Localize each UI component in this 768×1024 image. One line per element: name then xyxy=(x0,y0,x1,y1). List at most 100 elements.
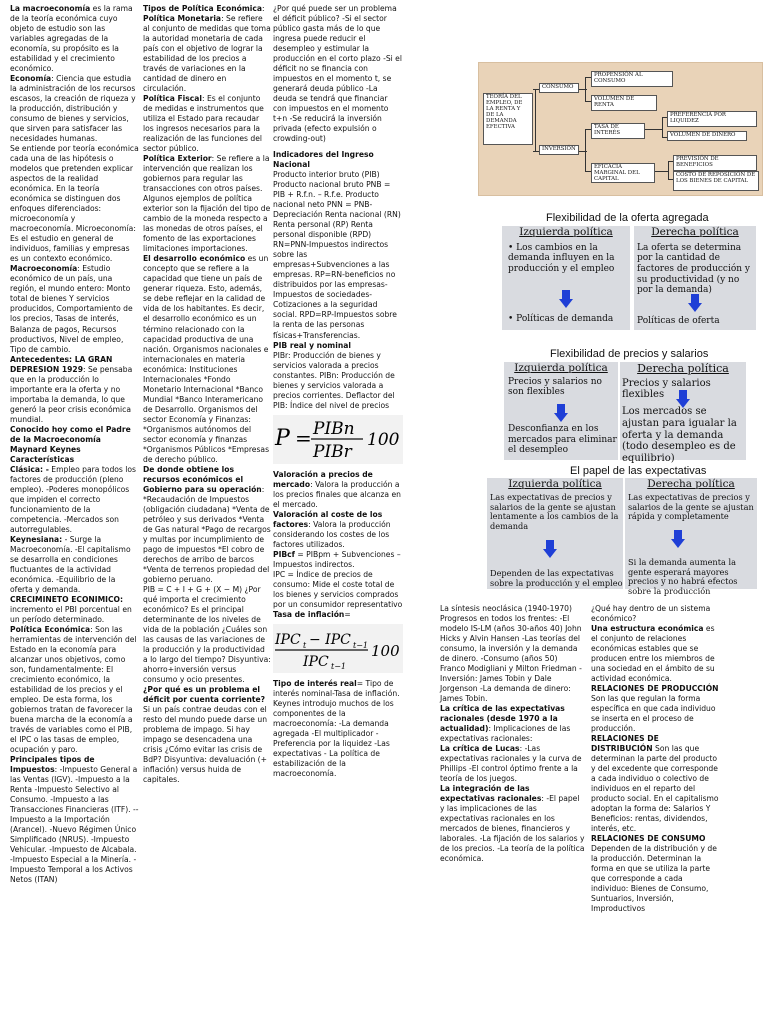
flex-precios-right-head: Derecha política xyxy=(637,362,729,375)
col1-paragraph: CRECIMINETO ECONIMICO: incremento el PBI… xyxy=(10,595,140,625)
valoracion-heading: Valoración al coste de los factores xyxy=(273,509,383,529)
col2-text: : *Recaudación de Impuestos (obligación … xyxy=(143,484,271,584)
flex-precios-left-bottom: Desconfianza en los mercados para elimin… xyxy=(508,424,617,456)
col2-paragraph: Política Exterior: Se refiere a la inter… xyxy=(143,154,271,254)
flex-precios-title: Flexibilidad de precios y salarios xyxy=(550,348,709,360)
col2-heading: ¿Por qué es un problema el déficit por c… xyxy=(143,685,266,705)
col1-text: : Son las herramientas de intervención d… xyxy=(10,624,137,755)
diagram-volumen-renta: Volumen de renta xyxy=(591,95,657,111)
expectativas-right-text: Las expectativas de precios y salarios d… xyxy=(628,491,754,522)
down-arrow-icon xyxy=(676,390,690,408)
flex-oferta-right-head: Derecha política xyxy=(651,226,739,238)
col1-heading: Macroeconomía xyxy=(10,264,78,274)
column-sistema: ¿Qué hay dentro de un sistema económico?… xyxy=(591,604,719,914)
flex-oferta-left-head: Izquierda política xyxy=(519,226,613,238)
col2-paragraph: De donde obtiene los recursos económicos… xyxy=(143,465,271,585)
expectativas-left-text: Las expectativas de precios y salarios d… xyxy=(490,491,619,531)
valoracion-heading: PIBcf xyxy=(273,549,295,559)
interes-paragraph: Tipo de interés real= Tipo de interés no… xyxy=(273,679,403,699)
sintesis-text: : -Las expectativas racionales y la curv… xyxy=(440,744,582,784)
col2-text: Si un país contrae deudas con el resto d… xyxy=(143,705,268,785)
svg-text:t−1: t−1 xyxy=(353,641,368,650)
sintesis-text: : Implicaciones de las expectativas raci… xyxy=(440,724,571,744)
valoracion-paragraph: IPC = Índice de precios de consumo: Mide… xyxy=(273,570,403,610)
col1-heading: Clásica: - xyxy=(10,464,49,474)
col1-heading: Conocido hoy como el Padre de la Macroec… xyxy=(10,424,131,464)
svg-text:t: t xyxy=(303,641,307,650)
sintesis-text: La síntesis neoclásica (1940-1970) Progr… xyxy=(440,604,582,704)
sistema-paragraph: Una estructura económica es el conjunto … xyxy=(591,624,719,684)
diagram-root: Teoría del empleo, de la renta y de la d… xyxy=(483,93,533,145)
col2-heading: De donde obtiene los recursos económicos… xyxy=(143,464,262,494)
col1-text: Se entiende por teoría económica cada un… xyxy=(10,144,139,264)
col1-heading: Política Económica xyxy=(10,624,91,634)
col1-paragraph: Principales tipos de Impuestos: -Impuest… xyxy=(10,755,140,885)
sintesis-heading: La crítica de Lucas xyxy=(440,744,520,754)
col1-heading: Keynesiana: xyxy=(10,534,63,544)
col1-paragraph: La macroeconomía es la rama de la teoría… xyxy=(10,4,140,74)
col1-paragraph: Macroeconomía: Estudio económico de un p… xyxy=(10,264,140,354)
sistema-heading: RELACIONES DE CONSUMO xyxy=(591,834,706,844)
column-2: Tipos de Política Económica:Política Mon… xyxy=(143,4,271,785)
sistema-heading: Una estructura económica xyxy=(591,624,704,634)
down-arrow-icon xyxy=(688,294,702,312)
col1-paragraph: Antecedentes: LA GRAN DEPRESION 1929: Se… xyxy=(10,355,140,425)
col2-text: : Es el conjunto de medidas e instrument… xyxy=(143,94,264,154)
svg-text:=: = xyxy=(295,426,312,450)
flex-precios-right-text: Precios y salarios flexibles xyxy=(622,377,711,401)
flex-precios-right-bottom: Los mercados se ajustan para igualar la … xyxy=(622,406,737,465)
col1-paragraph: Política Económica: Son las herramientas… xyxy=(10,625,140,755)
col1-heading: CRECIMINETO ECONIMICO: xyxy=(10,594,124,604)
flex-oferta-right: Derecha política La oferta se determina … xyxy=(634,226,756,330)
col2-paragraph: Política Monetaria: Se refiere al conjun… xyxy=(143,14,271,94)
diagram-prevision: Previsión de beneficios xyxy=(673,155,757,171)
valoracion-paragraph: Tasa de inflación= xyxy=(273,610,403,620)
sistema-heading: RELACIONES DE DISTRIBUCIÓN xyxy=(591,734,659,754)
valoracion-paragraph: PIBcf = PIBpm + Subvenciones – Impuestos… xyxy=(273,550,403,570)
col2-heading: El desarrollo económico xyxy=(143,254,246,264)
col1-text: incremento el PBI porcentual en un perío… xyxy=(10,604,132,624)
col1-heading: Antecedentes: LA GRAN DEPRESION 1929 xyxy=(10,354,113,374)
diagram-propension: Propensión al consumo xyxy=(591,71,673,87)
expectativas-left-bottom: Dependen de las expectativas sobre la pr… xyxy=(490,568,623,588)
expectativas-title: El papel de las expectativas xyxy=(570,465,707,477)
flex-oferta-title: Flexibilidad de la oferta agregada xyxy=(546,212,709,224)
sistema-text: Son las que regulan la forma específica … xyxy=(591,694,716,734)
valoracion-paragraph: Valoración al coste de los factores: Val… xyxy=(273,510,403,550)
svg-text:t−1: t−1 xyxy=(331,662,346,670)
sintesis-paragraph: La crítica de las expectativas racionale… xyxy=(440,704,585,744)
svg-text:− IPC: − IPC xyxy=(309,632,351,648)
valoracion-text: : Valora la producción considerando los … xyxy=(273,519,391,549)
valoracion-text: : Valora la producción a los precios fin… xyxy=(273,479,401,509)
flex-oferta-left-text: • Los cambios en la demanda influyen en … xyxy=(508,242,615,275)
col2-heading: Política Exterior xyxy=(143,154,212,164)
valoracion-text: IPC = Índice de precios de consumo: Mide… xyxy=(273,569,403,609)
sintesis-heading: La integración de las expectativas racio… xyxy=(440,784,542,804)
down-arrow-icon xyxy=(559,290,573,308)
col1-heading: Economía xyxy=(10,74,52,84)
diagram-tasa-interes: Tasa de interés xyxy=(591,123,645,139)
col2-paragraph: Política Fiscal: Es el conjunto de medid… xyxy=(143,94,271,154)
sistema-text: ¿Qué hay dentro de un sistema económico? xyxy=(591,604,711,624)
col1-paragraph: Conocido hoy como el Padre de la Macroec… xyxy=(10,425,140,465)
col2-paragraph: ¿Por qué es un problema el déficit por c… xyxy=(143,685,271,785)
col2-heading: Política Monetaria xyxy=(143,14,222,24)
expectativas-left-head: Izquierda política xyxy=(508,478,602,490)
flex-oferta-right-bottom: Políticas de oferta xyxy=(637,316,720,326)
expectativas-right-bottom: Si la demanda aumenta la gente esperará … xyxy=(628,557,738,597)
col1-paragraph: Economía: Ciencia que estudia la adminis… xyxy=(10,74,140,144)
diagram-inversion: Inversión xyxy=(539,145,579,155)
flex-precios-left: Izquierda política Precios y salarios no… xyxy=(504,362,618,460)
sistema-paragraph: RELACIONES DE CONSUMO Dependen de la dis… xyxy=(591,834,719,914)
col2-heading: Tipos de Política Económica xyxy=(143,4,262,13)
f1-den: PIBr xyxy=(312,442,353,461)
flex-oferta-right-text: La oferta se determina por la cantidad d… xyxy=(637,242,750,296)
valoracion-heading: Valoración a precios de mercado xyxy=(273,469,373,489)
col1-heading: La macroeconomía xyxy=(10,4,91,13)
interes-paragraph: Keynes introdujo muchos de los component… xyxy=(273,699,403,779)
col2-text: : Se refiere al conjunto de medidas que … xyxy=(143,14,271,94)
deflactor-formula: P = PIBn PIBr 100 xyxy=(273,414,403,464)
pib-title: PIB real y nominal xyxy=(273,340,351,350)
f2-mult: 100 xyxy=(371,642,400,660)
col2-text: es un concepto que se refiere a la capac… xyxy=(143,254,270,464)
